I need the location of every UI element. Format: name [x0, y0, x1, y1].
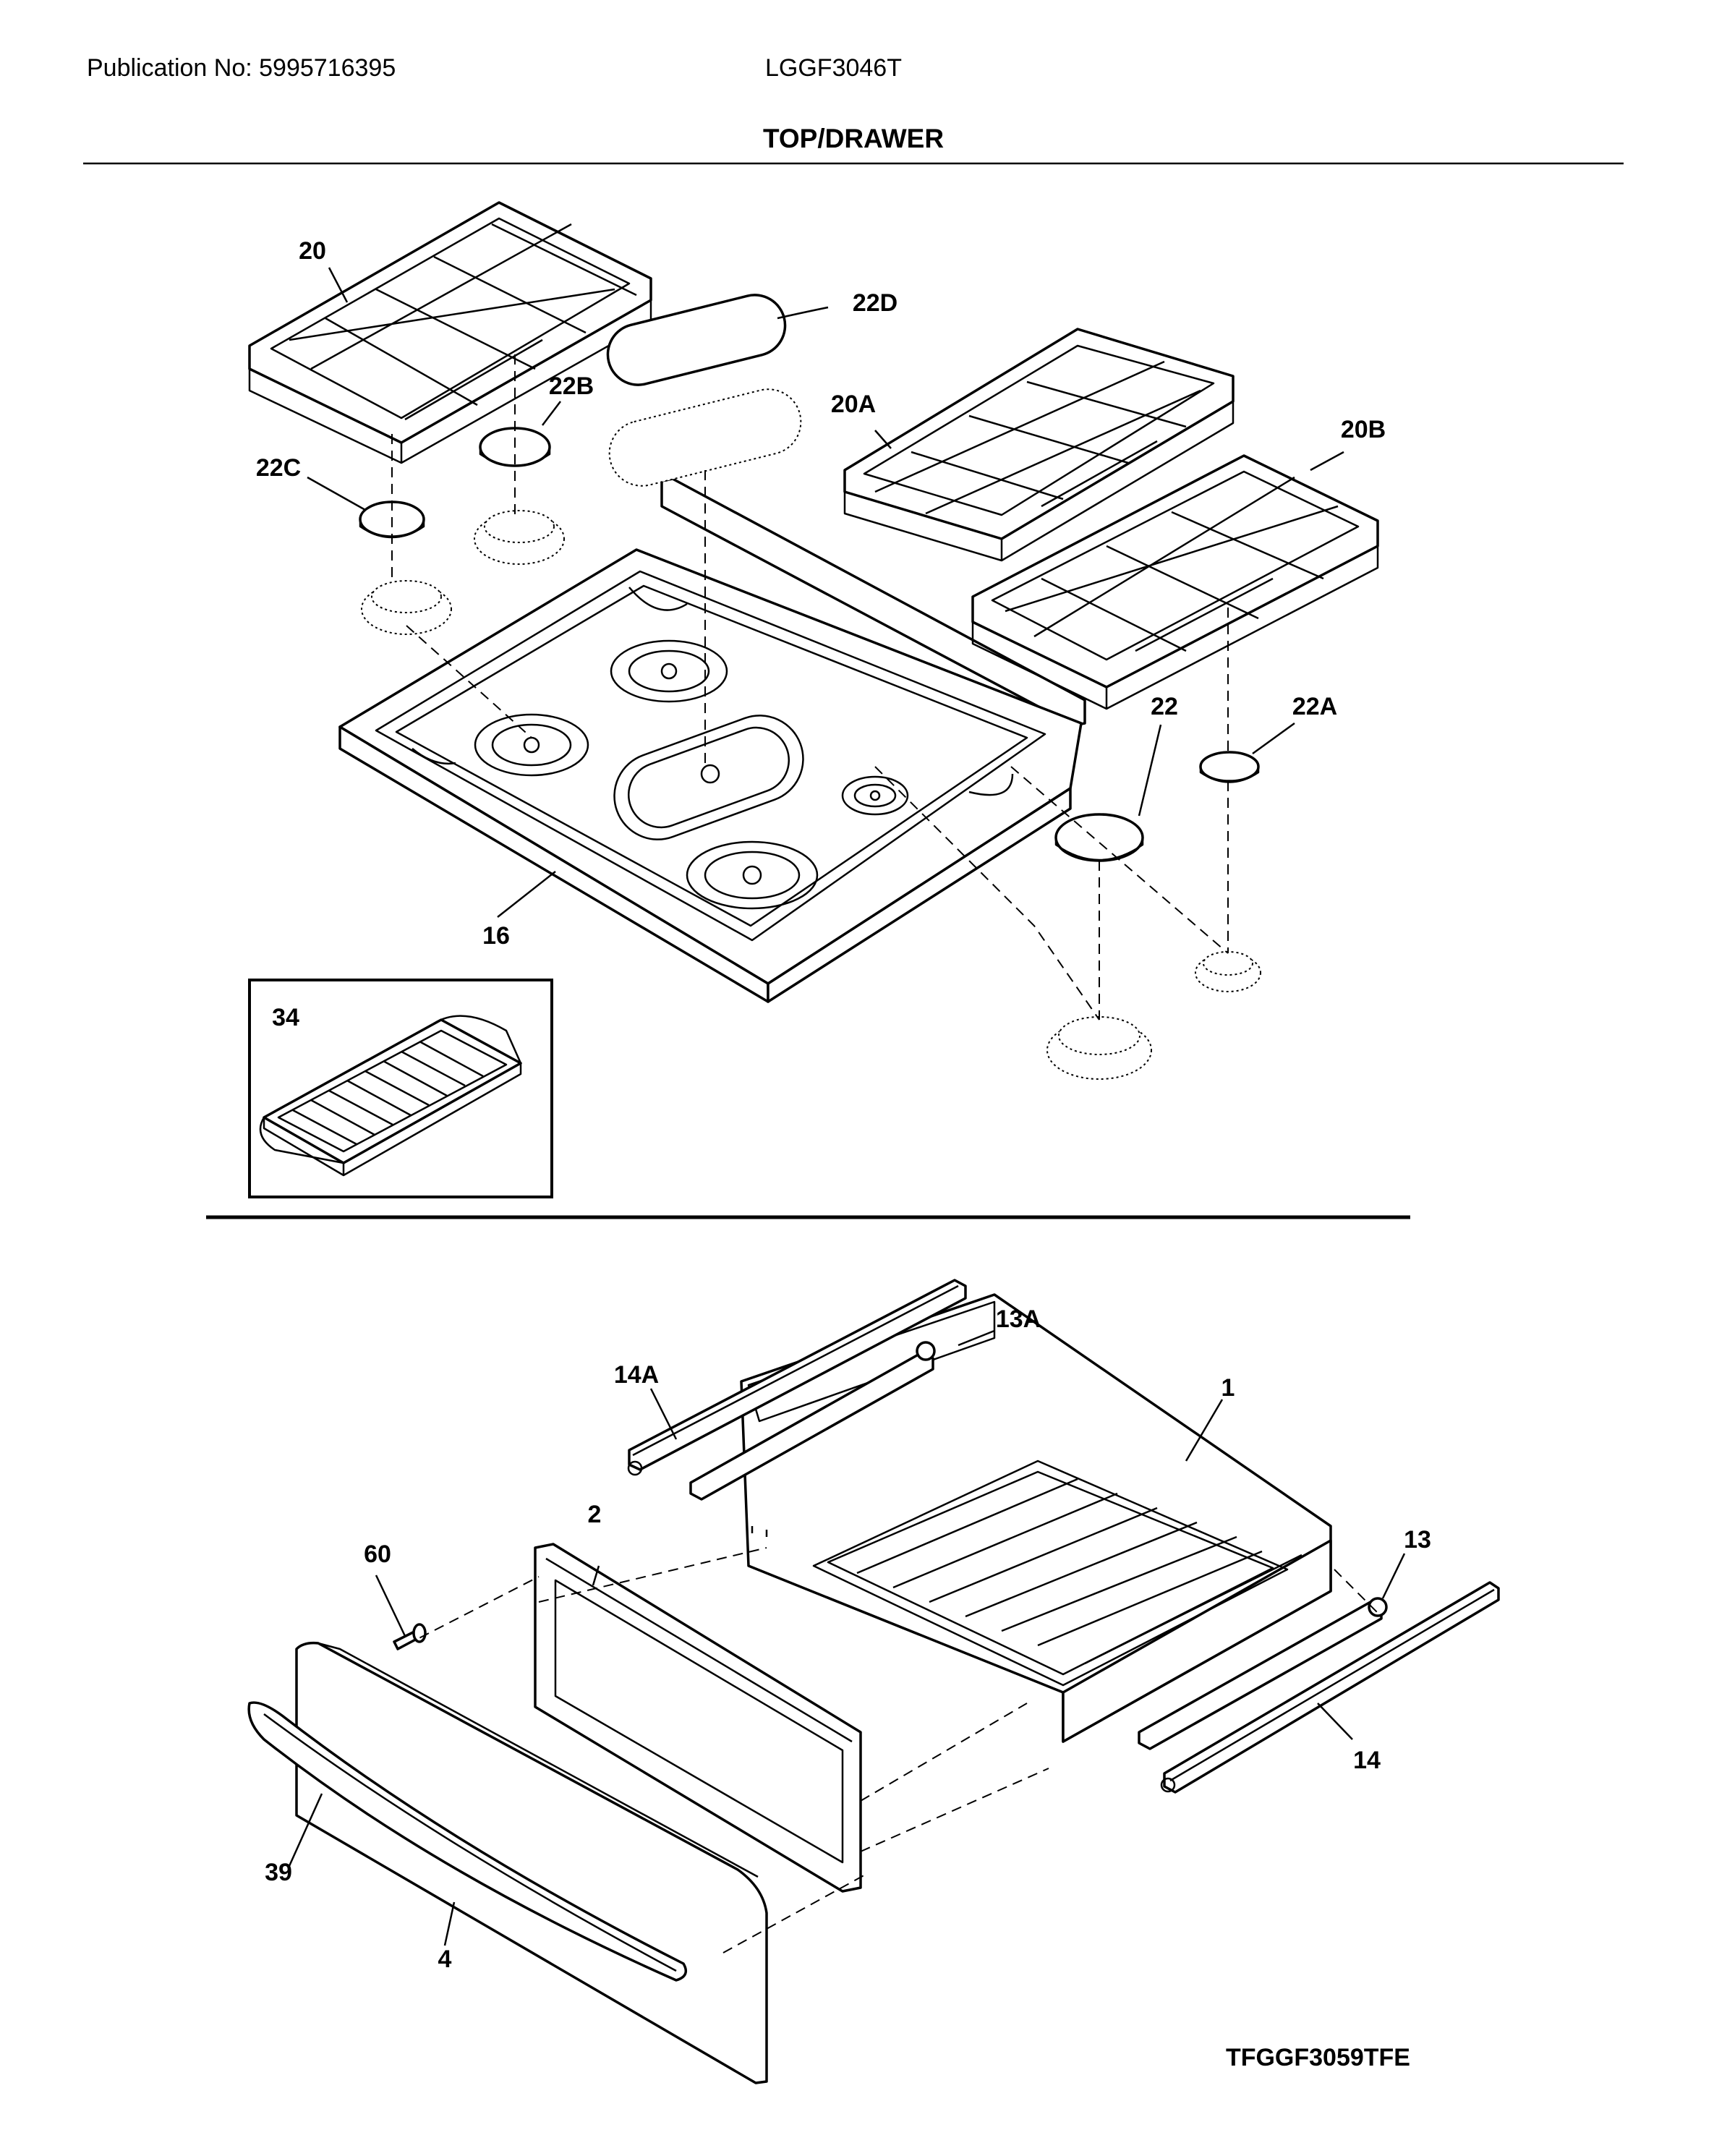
burner-cap-22a	[1199, 751, 1260, 783]
publication-number: Publication No: 5995716395	[87, 54, 396, 82]
callout-20b: 20B	[1341, 416, 1386, 443]
burner-well-right-rear	[841, 775, 909, 816]
burner-head-22a	[1195, 951, 1261, 992]
burner-well-left-rear	[610, 639, 728, 703]
callout-20a: 20A	[831, 391, 876, 418]
callout-14a: 14A	[614, 1361, 659, 1389]
burner-head-22b	[474, 510, 565, 565]
model-number: LGGF3046T	[765, 54, 902, 82]
figure-code: TFGGF3059TFE	[1226, 2044, 1410, 2071]
inner-panel-2	[534, 1543, 862, 1893]
burner-cap-22	[1054, 813, 1144, 862]
callout-60: 60	[364, 1541, 391, 1568]
slide-bracket-13	[1138, 1597, 1388, 1750]
grate-20a	[843, 328, 1235, 562]
callout-1: 1	[1221, 1374, 1235, 1402]
callout-22d: 22D	[853, 289, 897, 317]
callout-22c: 22C	[256, 454, 301, 482]
slide-rail-14a	[627, 1279, 967, 1476]
burner-head-22	[1046, 1016, 1152, 1080]
callout-22a: 22A	[1292, 693, 1337, 720]
callout-14: 14	[1353, 1747, 1381, 1774]
oval-burner-well-center	[613, 715, 804, 840]
drawer-box-1	[740, 1293, 1332, 1743]
slide-bracket-13a	[689, 1341, 936, 1501]
leader-lines	[288, 267, 1406, 1946]
callout-2: 2	[588, 1501, 602, 1528]
assembly-lines-drawer	[404, 1547, 1378, 1953]
callout-34: 34	[272, 1004, 299, 1031]
callout-22b: 22B	[549, 372, 594, 400]
callout-13: 13	[1404, 1526, 1431, 1554]
burner-head-22c	[361, 580, 452, 635]
oval-cap-22d	[606, 294, 802, 487]
grate-20b	[971, 454, 1379, 710]
griddle-inset-34	[248, 979, 553, 1198]
callout-13a: 13A	[996, 1305, 1041, 1333]
cooktop-16	[338, 477, 1086, 1003]
grate-20	[248, 201, 652, 464]
callout-39: 39	[265, 1859, 292, 1886]
callout-16: 16	[482, 922, 510, 950]
callout-22: 22	[1151, 693, 1178, 720]
burner-well-right-front	[686, 840, 819, 910]
section-title: TOP/DRAWER	[763, 124, 944, 153]
slide-rail-14	[1160, 1581, 1500, 1794]
drawer-front-4	[295, 1641, 768, 2084]
screw-60	[393, 1623, 427, 1650]
callout-4: 4	[438, 1946, 452, 1973]
callout-20: 20	[299, 237, 326, 265]
assembly-lines-top	[391, 354, 1229, 1021]
handle-39	[247, 1701, 688, 1982]
